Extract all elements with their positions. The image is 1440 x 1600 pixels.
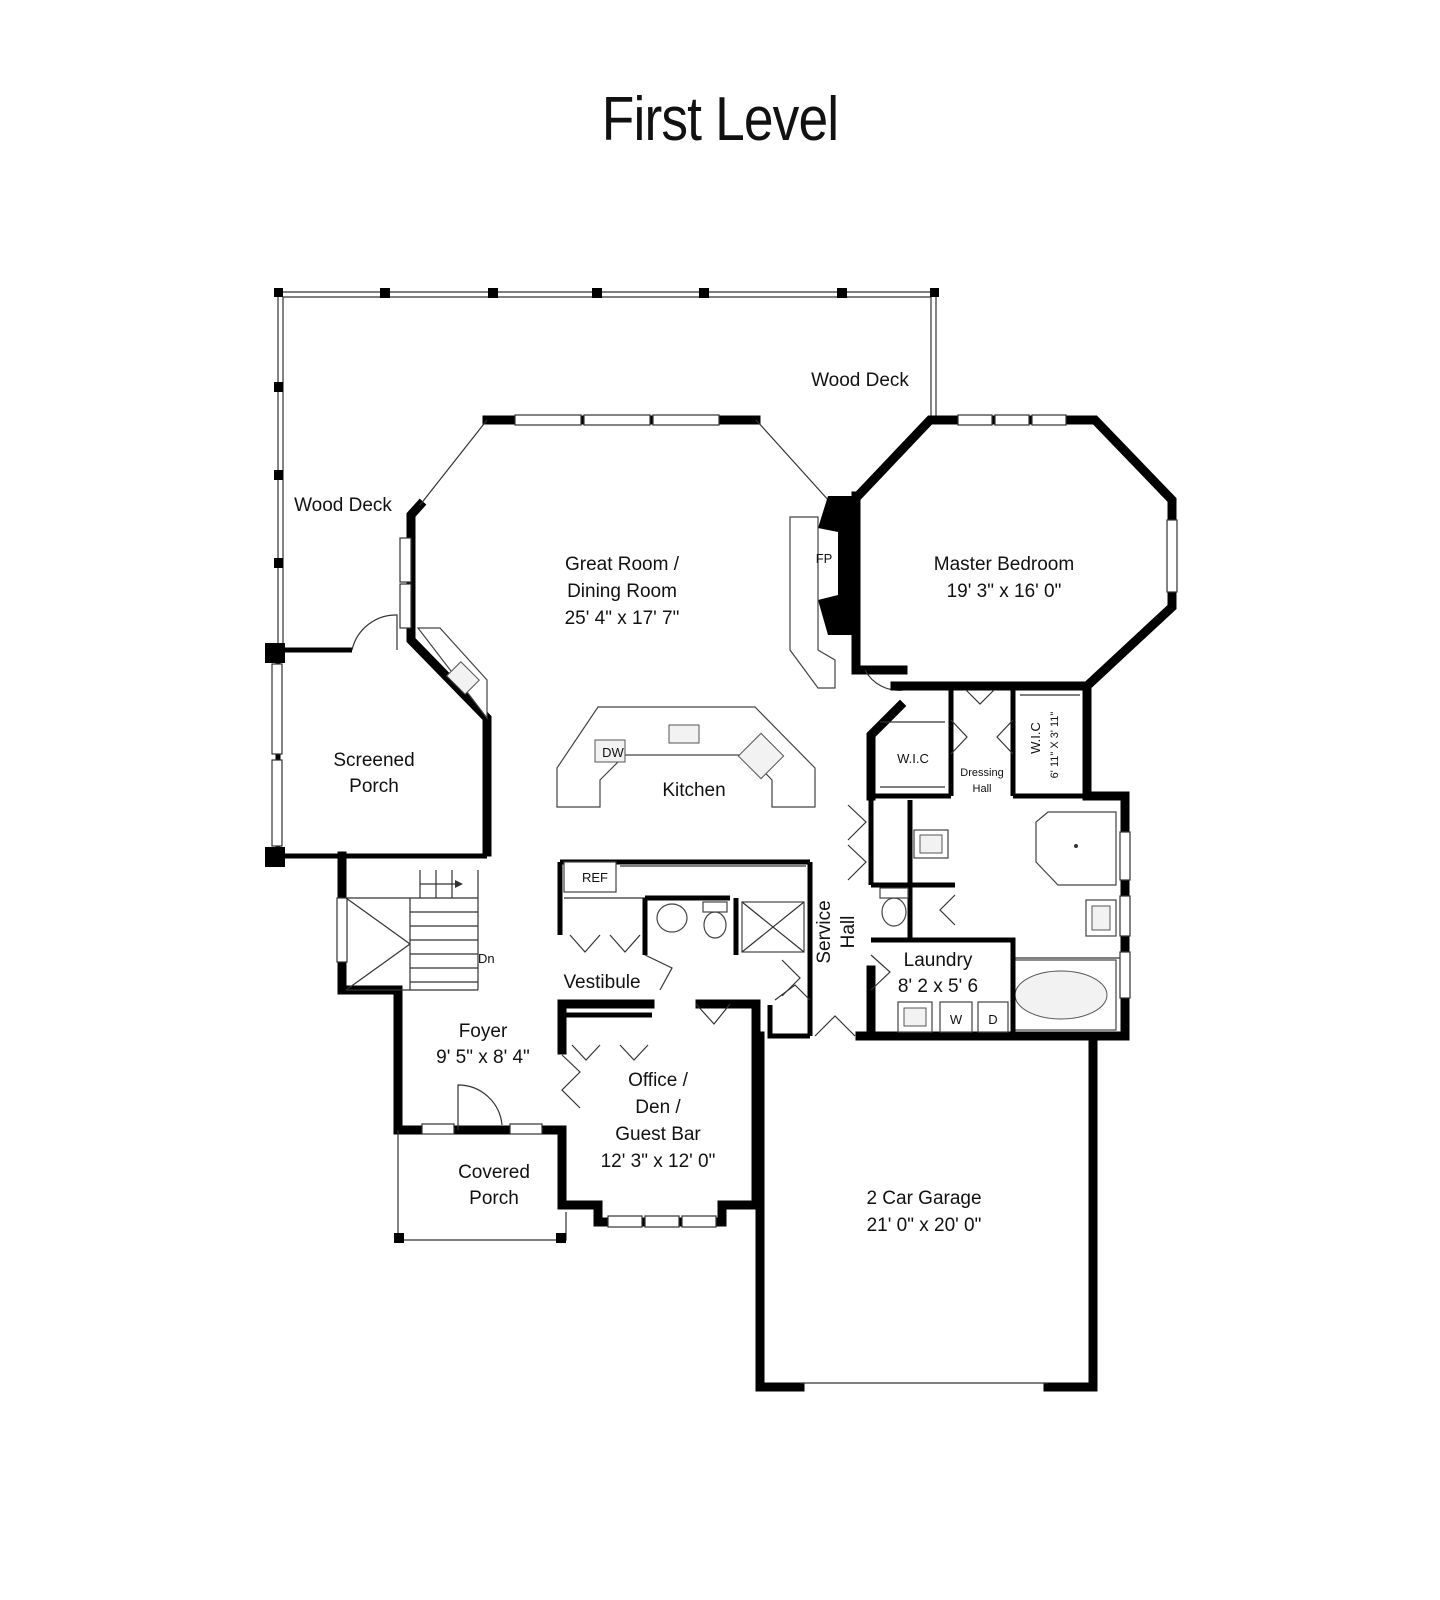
- kitchen-island: [556, 706, 816, 808]
- dressing-hall-label-2: Hall: [973, 783, 992, 795]
- garage-label: 2 Car Garage: [866, 1188, 981, 1209]
- powder-room: [847, 796, 956, 940]
- service-hall: [557, 859, 856, 1039]
- great-room-label: Great Room /: [565, 554, 680, 575]
- office-label: Office /: [628, 1070, 689, 1091]
- garage-size: 21' 0" x 20' 0": [867, 1215, 982, 1236]
- dishwasher-label: DW: [602, 745, 624, 760]
- office-size: 12' 3" x 12' 0": [601, 1151, 716, 1172]
- wic-left-label: W.I.C: [897, 751, 929, 766]
- den-label: Den /: [635, 1097, 681, 1118]
- foyer: [394, 1054, 581, 1243]
- dryer-label: D: [988, 1012, 997, 1027]
- wood-deck-left-label: Wood Deck: [294, 495, 392, 516]
- vestibule-label: Vestibule: [563, 972, 640, 993]
- covered-porch-label: Covered: [458, 1162, 530, 1183]
- wood-deck: [274, 288, 939, 650]
- corner-sink: [416, 627, 488, 720]
- laundry-size: 8' 2 x 5' 6: [898, 976, 978, 997]
- service-hall-label-2: Hall: [838, 916, 859, 949]
- washer-label: W: [950, 1012, 963, 1027]
- screened-porch-label: Screened: [333, 750, 414, 771]
- foyer-label: Foyer: [459, 1021, 508, 1042]
- guest-bar-label: Guest Bar: [615, 1124, 701, 1145]
- foyer-size: 9' 5" x 8' 4": [436, 1047, 530, 1068]
- service-hall-label: Service: [814, 900, 835, 963]
- dining-room-label: Dining Room: [567, 581, 677, 602]
- great-room-walls: [399, 414, 861, 857]
- refrigerator-label: REF: [582, 870, 608, 885]
- master-bedroom-label: Master Bedroom: [934, 554, 1074, 575]
- page-title: First Level: [601, 85, 839, 154]
- stairs: [336, 851, 567, 1135]
- laundry-label: Laundry: [904, 950, 973, 971]
- fireplace-label: FP: [816, 551, 833, 566]
- wic-right-size: 6' 11" X 3' 11": [1049, 712, 1061, 779]
- master-bedroom-size: 19' 3" x 16' 0": [947, 581, 1062, 602]
- screened-porch: [265, 614, 487, 867]
- laundry: [855, 937, 1130, 1041]
- wood-deck-top-label: Wood Deck: [811, 370, 909, 391]
- master-bedroom-walls: [849, 414, 1178, 693]
- master-bath: [1010, 811, 1131, 1036]
- screened-porch-label-2: Porch: [349, 776, 399, 797]
- wic-right-label: W.I.C: [1028, 722, 1043, 754]
- garage: [755, 1031, 1098, 1392]
- great-room-size: 25' 4" x 17' 7": [565, 608, 680, 629]
- covered-porch-label-2: Porch: [469, 1188, 519, 1209]
- stairs-down-label: Dn: [478, 951, 495, 966]
- dressing-hall-label: Dressing: [960, 767, 1003, 779]
- kitchen-label: Kitchen: [662, 780, 725, 801]
